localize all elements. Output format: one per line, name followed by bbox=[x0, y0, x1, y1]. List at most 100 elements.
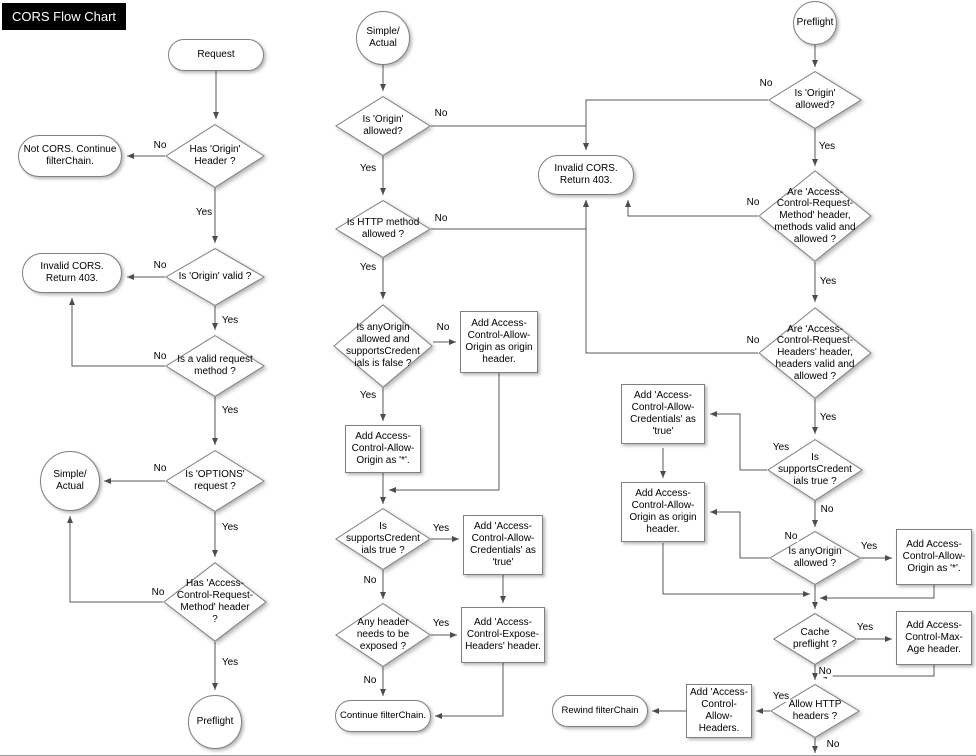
decision-r-origin-allowed: Is 'Origin' allowed? bbox=[768, 71, 862, 129]
terminator-not-cors: Not CORS. Continue filterChain. bbox=[18, 135, 122, 177]
edge-label-yes: Yes bbox=[220, 315, 240, 326]
decision-label: Is HTTP method allowed ? bbox=[346, 217, 420, 240]
decision-acrh-valid-allowed: Are 'Access- Control-Request- Headers' h… bbox=[758, 307, 872, 399]
edge-expose-rect-return bbox=[435, 663, 504, 719]
connector-simple-actual-left: Simple/ Actual bbox=[40, 451, 100, 511]
edge-label-yes: Yes bbox=[358, 163, 378, 174]
diamond-shape bbox=[758, 307, 872, 399]
edge-label-no: No bbox=[825, 739, 841, 750]
diamond-shape bbox=[163, 562, 267, 642]
edge-acao-star-out bbox=[820, 585, 935, 601]
connector-simple-actual-middle: Simple/ Actual bbox=[356, 11, 410, 65]
edge-acrm-no bbox=[67, 516, 163, 603]
edge-label-no: No bbox=[362, 675, 378, 686]
edge-label-yes: Yes bbox=[220, 405, 240, 416]
edge-label-no: No bbox=[819, 504, 835, 515]
decision-is-origin-valid: Is 'Origin' valid ? bbox=[165, 248, 265, 306]
decision-anyorigin-credentials-false: Is anyOrigin allowed and supportsCredent… bbox=[333, 304, 433, 388]
decision-label: Allow HTTP headers ? bbox=[788, 699, 842, 722]
diamond-shape bbox=[335, 603, 431, 667]
edge-label-yes: Yes bbox=[358, 262, 378, 273]
diamond-shape bbox=[335, 508, 431, 570]
process-add-expose-headers: Add 'Access- Control-Expose- Headers' he… bbox=[461, 607, 545, 663]
edge-http-method-no bbox=[431, 200, 589, 230]
diamond-shape bbox=[773, 613, 857, 665]
edge-label-no: No bbox=[152, 140, 168, 151]
decision-allow-http-headers: Allow HTTP headers ? bbox=[770, 684, 860, 738]
decision-label: Are 'Access- Control-Request- Headers' h… bbox=[775, 323, 855, 382]
edge-max-age-out bbox=[820, 665, 935, 679]
decision-label: Any header needs to be exposed ? bbox=[356, 617, 410, 652]
edge-label-yes: Yes bbox=[220, 522, 240, 533]
process-add-acac-true-right: Add 'Access- Control-Allow- Credentials'… bbox=[621, 384, 705, 444]
edge-label-yes: Yes bbox=[220, 657, 240, 668]
decision-m-supports-credentials: Is supportsCredent ials true ? bbox=[335, 508, 431, 570]
terminator-rewind-filterchain: Rewind filterChain bbox=[552, 695, 648, 727]
edge-label-yes: Yes bbox=[818, 276, 838, 287]
edge-valid-method-no bbox=[69, 298, 165, 367]
decision-label: Is supportsCredent ials true ? bbox=[346, 521, 420, 556]
edge-label-yes: Yes bbox=[771, 442, 791, 453]
decision-label: Is supportsCredent ials true ? bbox=[778, 452, 852, 487]
terminator-request: Request bbox=[168, 39, 264, 71]
diamond-shape bbox=[768, 71, 862, 129]
diamond-shape bbox=[165, 450, 265, 512]
terminator-continue-filterchain: Continue filterChain. bbox=[335, 700, 431, 732]
decision-cache-preflight: Cache preflight ? bbox=[773, 613, 857, 665]
edge-acao-origin-return bbox=[389, 373, 500, 493]
terminator-invalid-cors-middle: Invalid CORS. Return 403. bbox=[538, 155, 634, 195]
edge-label-yes: Yes bbox=[817, 141, 837, 152]
edge-label-yes: Yes bbox=[194, 207, 214, 218]
decision-label: Is 'Origin' allowed? bbox=[794, 88, 836, 111]
process-add-acao-origin-middle: Add Access- Control-Allow- Origin as ori… bbox=[460, 311, 538, 373]
diamond-shape bbox=[165, 248, 265, 306]
decision-is-options-request: Is 'OPTIONS' request ? bbox=[165, 450, 265, 512]
edge-label-no: No bbox=[435, 322, 451, 333]
decision-label: Is a valid request method ? bbox=[177, 354, 253, 377]
connector-preflight-right: Preflight bbox=[793, 1, 837, 45]
edge-label-no: No bbox=[152, 351, 168, 362]
edge-label-no: No bbox=[150, 587, 166, 598]
edge-label-yes: Yes bbox=[818, 412, 838, 423]
decision-label: Has 'Origin' Header ? bbox=[189, 144, 241, 167]
edge-r-supports-cred-yes bbox=[710, 411, 767, 471]
decision-label: Is anyOrigin allowed ? bbox=[788, 546, 842, 569]
edge-label-no: No bbox=[817, 666, 833, 677]
decision-any-header-exposed: Any header needs to be exposed ? bbox=[335, 603, 431, 667]
chart-title: CORS Flow Chart bbox=[2, 3, 127, 30]
terminator-invalid-cors-left: Invalid CORS. Return 403. bbox=[22, 253, 122, 293]
diamond-shape bbox=[335, 200, 431, 258]
decision-r-anyorigin-allowed: Is anyOrigin allowed ? bbox=[769, 531, 861, 585]
edge-label-yes: Yes bbox=[431, 618, 451, 629]
decision-http-method-allowed: Is HTTP method allowed ? bbox=[335, 200, 431, 258]
edge-label-no: No bbox=[362, 575, 378, 586]
edge-label-yes: Yes bbox=[431, 523, 451, 534]
process-add-max-age: Add Access- Control-Max- Age header. bbox=[896, 611, 972, 665]
decision-label: Cache preflight ? bbox=[793, 627, 837, 650]
decision-r-supports-credentials: Is supportsCredent ials true ? bbox=[767, 439, 863, 501]
decision-has-origin-header: Has 'Origin' Header ? bbox=[165, 124, 265, 188]
edge-label-no: No bbox=[152, 463, 168, 474]
edge-r-origin-allowed-no bbox=[583, 99, 768, 150]
decision-has-acrm-header: Has 'Access- Control-Request- Method' he… bbox=[163, 562, 267, 642]
decision-label: Is 'Origin' allowed? bbox=[362, 114, 404, 137]
process-add-acao-origin-right: Add Access- Control-Allow- Origin as ori… bbox=[621, 482, 705, 542]
edge-acao-origin-out bbox=[662, 543, 810, 597]
edge-acrh-valid-no bbox=[583, 200, 758, 354]
edge-r-anyorigin-no bbox=[710, 509, 769, 559]
edge-label-no: No bbox=[783, 531, 799, 542]
diamond-shape bbox=[165, 335, 265, 397]
edge-acrm-valid-no bbox=[625, 200, 758, 217]
edge-m-origin-allowed-no bbox=[431, 125, 589, 150]
edge-label-yes: Yes bbox=[358, 390, 378, 401]
decision-valid-request-method: Is a valid request method ? bbox=[165, 335, 265, 397]
edge-label-yes: Yes bbox=[771, 691, 791, 702]
edge-label-no: No bbox=[433, 213, 449, 224]
decision-label: Is 'OPTIONS' request ? bbox=[185, 469, 245, 492]
diamond-shape bbox=[335, 96, 431, 156]
edge-label-no: No bbox=[745, 197, 761, 208]
diamond-shape bbox=[758, 170, 872, 262]
process-add-acao-star-middle: Add Access- Control-Allow- Origin as '*'… bbox=[345, 425, 421, 473]
decision-acrm-valid-allowed: Are 'Access- Control-Request- Method' he… bbox=[758, 170, 872, 262]
